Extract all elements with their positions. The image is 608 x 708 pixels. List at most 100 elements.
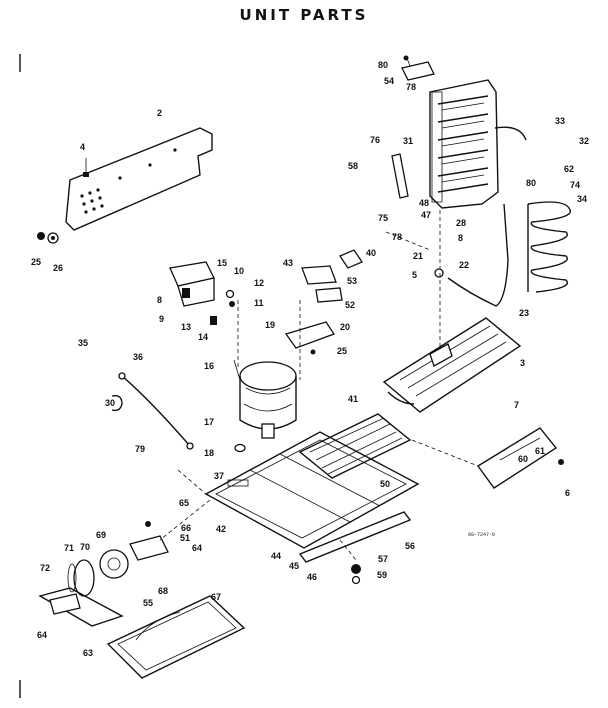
callout-64: 64 <box>37 630 47 640</box>
callout-51: 51 <box>180 533 190 543</box>
rail-parts-44-45-46 <box>298 511 412 585</box>
leader-lines <box>159 210 479 561</box>
clip-part-30 <box>111 394 123 412</box>
callout-47: 47 <box>421 210 431 220</box>
base-frame-part <box>204 431 420 549</box>
callout-40: 40 <box>366 248 376 258</box>
callout-31: 31 <box>403 136 413 146</box>
drain-pan-part <box>106 595 246 679</box>
callout-36: 36 <box>133 352 143 362</box>
callout-65: 65 <box>179 498 189 508</box>
relay-assembly-part <box>169 261 235 325</box>
callout-25: 25 <box>337 346 347 356</box>
callout-78: 78 <box>406 82 416 92</box>
callout-53: 53 <box>347 276 357 286</box>
strip-part-58 <box>391 153 409 199</box>
callout-3: 3 <box>520 358 525 368</box>
callout-33: 33 <box>555 116 565 126</box>
tube-part-23 <box>434 203 509 307</box>
callout-62: 62 <box>564 164 574 174</box>
callout-46: 46 <box>307 572 317 582</box>
callout-76: 76 <box>370 135 380 145</box>
callout-50: 50 <box>380 479 390 489</box>
callout-26: 26 <box>53 263 63 273</box>
callout-80: 80 <box>378 60 388 70</box>
screw-parts-25-26 <box>37 232 59 244</box>
callout-16: 16 <box>204 361 214 371</box>
callout-58: 58 <box>348 161 358 171</box>
bracket-part-63-55 <box>38 587 124 627</box>
callout-55: 55 <box>143 598 153 608</box>
condenser-part-41 <box>298 413 412 479</box>
callout-19: 19 <box>265 320 275 330</box>
callout-32: 32 <box>579 136 589 146</box>
diagram-title: UNIT PARTS <box>239 6 369 24</box>
callout-30: 30 <box>105 398 115 408</box>
callout-59: 59 <box>377 570 387 580</box>
callout-80: 80 <box>526 178 536 188</box>
callout-17: 17 <box>204 417 214 427</box>
callout-22: 22 <box>459 260 469 270</box>
strap-part-36 <box>118 372 194 450</box>
callout-70: 70 <box>80 542 90 552</box>
compressor-part <box>233 359 297 453</box>
callout-67: 67 <box>211 592 221 602</box>
callout-74: 74 <box>570 180 580 190</box>
callout-68: 68 <box>158 586 168 596</box>
callout-12: 12 <box>254 278 264 288</box>
callout-43: 43 <box>283 258 293 268</box>
condenser-coil-part <box>527 201 571 293</box>
callout-11: 11 <box>254 298 264 308</box>
evaporator-part <box>429 79 527 209</box>
bracket-part-53-52 <box>301 265 343 303</box>
callout-56: 56 <box>405 541 415 551</box>
callout-42: 42 <box>216 524 226 534</box>
callout-8: 8 <box>458 233 463 243</box>
callout-64: 64 <box>192 543 202 553</box>
callout-34: 34 <box>577 194 587 204</box>
callout-13: 13 <box>181 322 191 332</box>
callout-10: 10 <box>234 266 244 276</box>
drawing-code: 80-7247-0 <box>468 532 495 538</box>
callout-75: 75 <box>378 213 388 223</box>
callout-72: 72 <box>40 563 50 573</box>
callout-15: 15 <box>217 258 227 268</box>
callout-25: 25 <box>31 257 41 267</box>
fan-motor-assembly-part <box>67 521 169 597</box>
callout-44: 44 <box>271 551 281 561</box>
callout-18: 18 <box>204 448 214 458</box>
control-panel-part <box>65 127 213 231</box>
callout-28: 28 <box>456 218 466 228</box>
callout-4: 4 <box>80 142 85 152</box>
callout-45: 45 <box>289 561 299 571</box>
callout-48: 48 <box>419 198 429 208</box>
callout-6: 6 <box>565 488 570 498</box>
callout-8: 8 <box>157 295 162 305</box>
bracket-part-54-78 <box>401 55 435 81</box>
callout-66: 66 <box>181 523 191 533</box>
callout-61: 61 <box>535 446 545 456</box>
callout-52: 52 <box>345 300 355 310</box>
callout-2: 2 <box>157 108 162 118</box>
callout-41: 41 <box>348 394 358 404</box>
callout-20: 20 <box>340 322 350 332</box>
callout-37: 37 <box>214 471 224 481</box>
callout-14: 14 <box>198 332 208 342</box>
callout-9: 9 <box>159 314 164 324</box>
callout-54: 54 <box>384 76 394 86</box>
callout-57: 57 <box>378 554 388 564</box>
callout-23: 23 <box>519 308 529 318</box>
part-40 <box>339 249 363 269</box>
callout-71: 71 <box>64 543 74 553</box>
callout-79: 79 <box>135 444 145 454</box>
callout-60: 60 <box>518 454 528 464</box>
callout-78: 78 <box>392 232 402 242</box>
callout-21: 21 <box>413 251 423 261</box>
callout-63: 63 <box>83 648 93 658</box>
callout-5: 5 <box>412 270 417 280</box>
bracket-part-7-61-60 <box>476 427 564 489</box>
drip-tray-part-3 <box>382 317 522 413</box>
